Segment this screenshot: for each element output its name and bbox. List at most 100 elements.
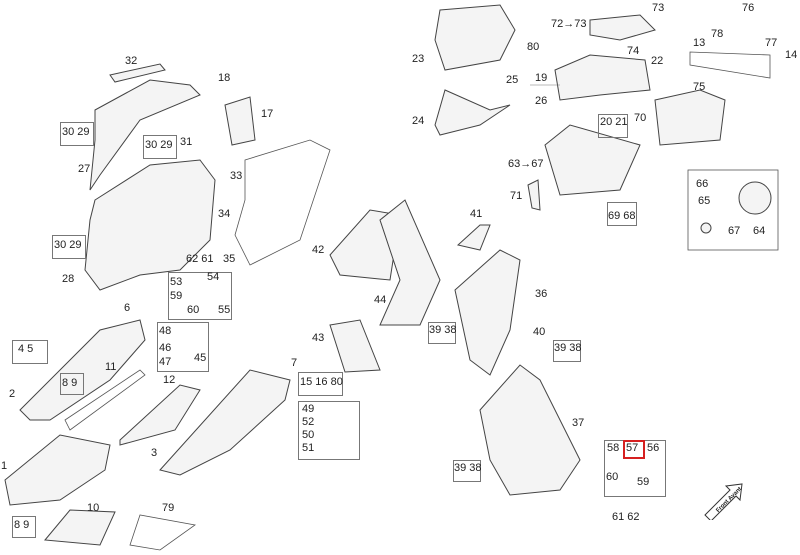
part-43 xyxy=(329,319,381,373)
callout-80[interactable]: 80 xyxy=(527,41,540,53)
callout-60[interactable]: 60 xyxy=(606,471,619,483)
callout-30-29[interactable]: 30 29 xyxy=(54,239,82,251)
callout-34[interactable]: 34 xyxy=(218,208,231,220)
callout-36[interactable]: 36 xyxy=(535,288,548,300)
callout-74[interactable]: 74 xyxy=(627,45,640,57)
callout-66[interactable]: 66 xyxy=(696,178,709,190)
part-63-headlight xyxy=(544,124,641,196)
callout-7[interactable]: 7 xyxy=(291,357,298,369)
hardware-box-30-29 xyxy=(60,122,94,146)
callout-6[interactable]: 6 xyxy=(124,302,131,314)
callout-53[interactable]: 53 xyxy=(170,276,183,288)
hardware-box-8-9 xyxy=(60,373,84,395)
callout-52[interactable]: 52 xyxy=(302,416,315,428)
callout-49[interactable]: 49 xyxy=(302,403,315,415)
part-13-14-rail xyxy=(689,51,771,79)
callout-3[interactable]: 3 xyxy=(151,447,158,459)
hardware-box-8-9 xyxy=(12,516,36,538)
callout-46[interactable]: 46 xyxy=(159,342,172,354)
callout-48[interactable]: 48 xyxy=(159,325,172,337)
callout-41[interactable]: 41 xyxy=(470,208,483,220)
callout-78[interactable]: 78 xyxy=(711,28,724,40)
part-71 xyxy=(527,179,541,211)
callout-77[interactable]: 77 xyxy=(765,37,778,49)
callout-23[interactable]: 23 xyxy=(412,53,425,65)
part-37 xyxy=(479,364,581,496)
callout-64[interactable]: 64 xyxy=(753,225,766,237)
callout-73[interactable]: 73 xyxy=(652,2,665,14)
callout-18[interactable]: 18 xyxy=(218,72,231,84)
part-24 xyxy=(434,89,511,136)
callout-4-5[interactable]: 4 5 xyxy=(18,343,34,355)
callout-57-highlighted[interactable]: 57 xyxy=(626,442,639,454)
callout-24[interactable]: 24 xyxy=(412,115,425,127)
callout-31[interactable]: 31 xyxy=(180,136,193,148)
callout-61-62[interactable]: 61 62 xyxy=(612,511,640,523)
callout-59[interactable]: 59 xyxy=(170,290,183,302)
callout-35[interactable]: 35 xyxy=(223,253,236,265)
callout-1[interactable]: 1 xyxy=(1,460,8,472)
callout-2[interactable]: 2 xyxy=(9,388,16,400)
callout-8-9[interactable]: 8 9 xyxy=(62,377,78,389)
callout-71[interactable]: 71 xyxy=(510,190,523,202)
callout-33[interactable]: 33 xyxy=(230,170,243,182)
callout-27[interactable]: 27 xyxy=(78,163,91,175)
callout-15-16-80[interactable]: 15 16 80 xyxy=(300,376,343,388)
hardware-box-39-38 xyxy=(428,322,456,344)
callout-39-38[interactable]: 39 38 xyxy=(454,462,482,474)
callout-10[interactable]: 10 xyxy=(87,502,100,514)
hardware-box-69-68 xyxy=(607,202,637,226)
callout-40[interactable]: 40 xyxy=(533,326,546,338)
callout-72-73[interactable]: 72→73 xyxy=(551,18,587,30)
callout-30-29[interactable]: 30 29 xyxy=(145,139,173,151)
callout-45[interactable]: 45 xyxy=(194,352,207,364)
part-44 xyxy=(379,199,441,326)
callout-76[interactable]: 76 xyxy=(742,2,755,14)
callout-75[interactable]: 75 xyxy=(693,81,706,93)
callout-56[interactable]: 56 xyxy=(647,442,660,454)
callout-50[interactable]: 50 xyxy=(302,429,315,441)
part-28-inner-panel xyxy=(84,159,216,291)
callout-37[interactable]: 37 xyxy=(572,417,585,429)
callout-13[interactable]: 13 xyxy=(693,37,706,49)
callout-28[interactable]: 28 xyxy=(62,273,75,285)
callout-67[interactable]: 67 xyxy=(728,225,741,237)
part-10 xyxy=(44,509,116,546)
part-64 xyxy=(738,181,772,215)
callout-70[interactable]: 70 xyxy=(634,112,647,124)
callout-20-21[interactable]: 20 21 xyxy=(600,116,628,128)
part-2-side-panel xyxy=(19,319,146,421)
callout-54[interactable]: 54 xyxy=(207,271,220,283)
callout-58[interactable]: 58 xyxy=(607,442,620,454)
callout-26[interactable]: 26 xyxy=(535,95,548,107)
callout-22[interactable]: 22 xyxy=(651,55,664,67)
callout-14[interactable]: 14 xyxy=(785,49,798,61)
callout-25[interactable]: 25 xyxy=(506,74,519,86)
callout-47[interactable]: 47 xyxy=(159,356,172,368)
callout-79[interactable]: 79 xyxy=(162,502,175,514)
callout-12[interactable]: 12 xyxy=(163,374,176,386)
callout-65[interactable]: 65 xyxy=(698,195,711,207)
callout-11[interactable]: 11 xyxy=(105,361,117,373)
part-72-73 xyxy=(589,14,656,41)
callout-8-9[interactable]: 8 9 xyxy=(14,519,30,531)
callout-51[interactable]: 51 xyxy=(302,442,315,454)
part-12 xyxy=(119,384,201,446)
callout-19[interactable]: 19 xyxy=(535,72,548,84)
callout-30-29[interactable]: 30 29 xyxy=(62,126,90,138)
callout-55[interactable]: 55 xyxy=(218,304,231,316)
part-17 xyxy=(224,96,256,146)
callout-17[interactable]: 17 xyxy=(261,108,274,120)
part-32 xyxy=(109,63,166,83)
callout-39-38[interactable]: 39 38 xyxy=(554,342,582,354)
callout-60[interactable]: 60 xyxy=(187,304,200,316)
callout-42[interactable]: 42 xyxy=(312,244,325,256)
callout-63-67[interactable]: 63→67 xyxy=(508,158,544,170)
callout-44[interactable]: 44 xyxy=(374,294,387,306)
callout-62-61[interactable]: 62 61 xyxy=(186,253,214,265)
callout-43[interactable]: 43 xyxy=(312,332,325,344)
callout-59[interactable]: 59 xyxy=(637,476,650,488)
callout-32[interactable]: 32 xyxy=(125,55,138,67)
callout-69-68[interactable]: 69 68 xyxy=(608,210,636,222)
callout-39-38[interactable]: 39 38 xyxy=(429,324,457,336)
